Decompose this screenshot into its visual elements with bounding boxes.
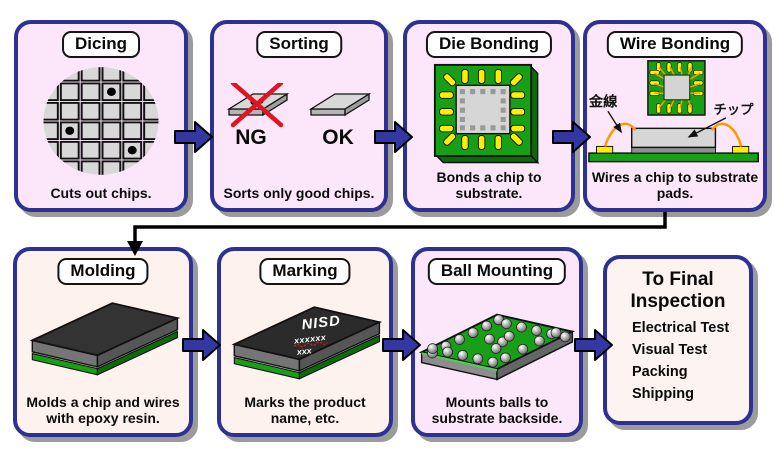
panel-wire-bonding-caption: Wires a chip to substrate pads. xyxy=(591,169,759,202)
panel-marking-title-box: Marking xyxy=(259,258,351,285)
gold-wire-label: 金線 xyxy=(588,92,618,110)
panel-final-inspection: To Final Inspection Electrical Test Visu… xyxy=(603,255,753,425)
final-inspection-item: Visual Test xyxy=(632,341,708,358)
marking-illustration: NISD xxxxxx xxx xyxy=(221,291,389,387)
chip-pointer-arrow xyxy=(687,116,727,138)
solder-ball-substrate-icon xyxy=(418,313,576,381)
flow-arrow-marking-to-ball-mounting xyxy=(382,329,421,361)
flow-arrow-molding-to-marking xyxy=(182,329,221,361)
wafer-illustration xyxy=(18,64,184,178)
panel-die-bonding: Die Bonding xyxy=(403,20,575,212)
red-squiggle-underline xyxy=(293,341,328,348)
panel-die-bonding-title-box: Die Bonding xyxy=(425,31,553,58)
flow-arrow-dicing-to-sorting xyxy=(174,121,213,153)
panel-sorting-caption: Sorts only good chips. xyxy=(223,185,375,202)
flow-connector-row1-to-row2 xyxy=(127,212,667,256)
panel-marking: Marking NISD xxxxxx xxx Marks the produc… xyxy=(217,247,393,437)
package-brand-text: NISD xyxy=(301,313,342,333)
final-inspection-item: Packing xyxy=(632,363,688,380)
gold-wire-pointer-arrow xyxy=(607,110,622,133)
panel-dicing-title: Dicing xyxy=(75,34,127,53)
panel-molding-title: Molding xyxy=(70,261,136,280)
panel-ball-mounting-title-box: Ball Mounting xyxy=(427,258,567,285)
panel-ball-mounting: Ball Mounting xyxy=(411,247,583,437)
panel-final-inspection-title: To Final Inspection xyxy=(630,269,726,313)
marked-package-icon: NISD xxxxxx xxx xyxy=(231,306,383,380)
wire-bonded-chip-icon: 金線 チップ xyxy=(588,59,759,162)
panel-wire-bonding: Wire Bonding xyxy=(583,20,767,212)
panel-sorting: Sorting NG xyxy=(210,20,388,212)
panel-molding: Molding Molds a chip and wires with epox… xyxy=(13,247,193,437)
sorting-illustration: NG OK xyxy=(214,66,384,164)
ng-label: NG xyxy=(235,126,267,147)
ok-label: OK xyxy=(322,126,354,147)
wire-bonding-illustration: 金線 チップ xyxy=(587,59,763,168)
panel-sorting-title-box: Sorting xyxy=(256,31,342,58)
panel-wire-bonding-title: Wire Bonding xyxy=(619,34,731,53)
panel-wire-bonding-title-box: Wire Bonding xyxy=(606,31,744,58)
flow-arrow-ball-mounting-to-final xyxy=(574,329,613,361)
chip-label: チップ xyxy=(714,102,755,117)
die-bonding-illustration xyxy=(407,63,571,168)
panel-dicing-caption: Cuts out chips. xyxy=(50,185,152,202)
reject-cross-icon xyxy=(230,83,284,128)
panel-die-bonding-caption: Bonds a chip to substrate. xyxy=(436,169,542,202)
final-inspection-list: Electrical Test Visual Test Packing Ship… xyxy=(607,320,749,402)
panel-ball-mounting-caption: Mounts balls to substrate backside. xyxy=(431,394,563,427)
substrate-chip-icon xyxy=(433,63,539,165)
wafer-icon xyxy=(43,67,159,175)
panel-molding-title-box: Molding xyxy=(57,258,149,285)
panel-die-bonding-title: Die Bonding xyxy=(438,34,540,53)
molded-package-icon xyxy=(29,302,181,376)
molding-illustration xyxy=(17,291,189,379)
panel-dicing: Dicing Cuts out chips. xyxy=(14,20,188,212)
panel-molding-caption: Molds a chip and wires with epoxy resin. xyxy=(26,394,180,427)
panel-ball-mounting-title: Ball Mounting xyxy=(440,261,554,280)
solder-balls xyxy=(427,314,571,368)
final-inspection-item: Electrical Test xyxy=(632,319,730,336)
down-arrowhead-icon xyxy=(127,241,143,256)
panel-marking-title: Marking xyxy=(272,261,338,280)
ball-mounting-illustration xyxy=(415,293,579,387)
package-lot-text: xxx xyxy=(295,345,313,357)
flow-arrow-die-bonding-to-wire-bonding xyxy=(552,121,591,153)
ng-ok-chips-icon: NG OK xyxy=(226,83,372,147)
final-inspection-item: Shipping xyxy=(632,385,695,402)
panel-sorting-title: Sorting xyxy=(269,34,329,53)
panel-dicing-title-box: Dicing xyxy=(62,31,140,58)
panel-marking-caption: Marks the product name, etc. xyxy=(244,394,366,427)
flow-arrow-sorting-to-die-bonding xyxy=(374,121,413,153)
